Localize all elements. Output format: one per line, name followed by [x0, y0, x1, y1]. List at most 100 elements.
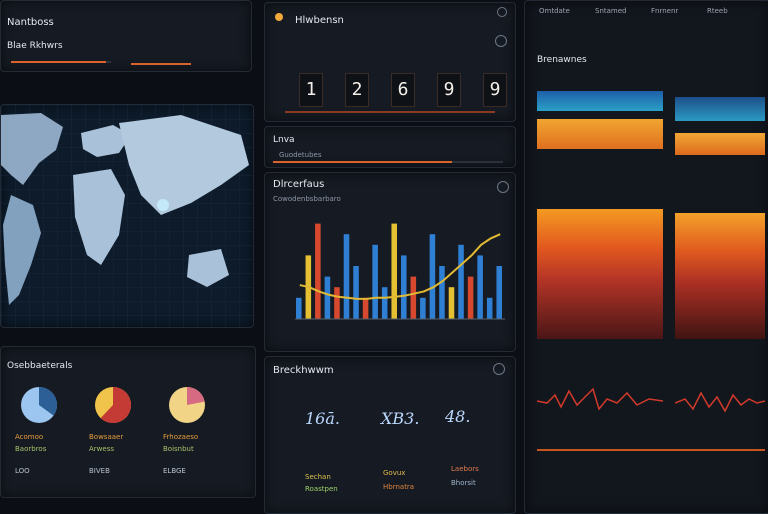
chart-bar — [353, 266, 359, 319]
gauge-label2: Boisnbut — [163, 445, 194, 453]
band-orange-right — [675, 133, 765, 155]
digit-tile: 9 — [437, 73, 461, 107]
map-hotspot — [157, 199, 169, 211]
chart-bar — [420, 297, 426, 319]
chart-bar — [315, 223, 321, 319]
chart-options-icon[interactable] — [497, 181, 509, 193]
kpi-value-3: 48. — [445, 407, 471, 426]
pie-gauge — [95, 387, 131, 423]
waveform-right — [675, 391, 765, 413]
right-panel: Omtdate Sntamed Fnrnenr Rteeb Brenawnes — [524, 0, 768, 514]
gauge-label1: Bowsaaer — [89, 433, 124, 441]
chart-line — [299, 233, 501, 300]
world-map-panel — [0, 104, 254, 328]
band-heat-left — [537, 209, 663, 339]
chart-bar — [429, 234, 436, 319]
band-orange-left — [537, 119, 663, 149]
pie-gauge — [169, 387, 205, 423]
chart-bar — [477, 255, 483, 319]
kpi-bottom-3a: Laebors — [451, 465, 479, 473]
chart-title: Dlrcerfaus — [273, 179, 325, 190]
kpi-bottom-2a: Govux — [383, 469, 406, 477]
kpi-options-icon[interactable] — [493, 363, 505, 375]
header-fill — [11, 61, 106, 63]
gauge-label1: Frhozaeso — [163, 433, 199, 441]
chart-bar — [334, 287, 340, 319]
progress-subtitle: Guodetubes — [279, 151, 322, 159]
continent-asia — [119, 115, 249, 215]
chart-bar — [410, 276, 417, 319]
gauge-value: LOO — [15, 467, 30, 475]
app-title: Nantboss — [7, 17, 54, 28]
tab-0[interactable]: Omtdate — [539, 7, 570, 15]
waveform-left — [537, 387, 663, 411]
kpi-panel: Breckhwwm 16ā. XB3. 48. Sechan Roastpen … — [264, 356, 516, 514]
chart-bar — [467, 276, 474, 319]
gauge-label2: Baorbros — [15, 445, 47, 453]
tiles-underline — [285, 111, 495, 113]
continent-europe — [81, 125, 131, 157]
pie-gauge-slice — [187, 387, 205, 405]
pie-gauge-slice — [100, 387, 131, 423]
kpi-value-1: 16ā. — [305, 409, 340, 428]
chart-bar — [296, 297, 302, 319]
digit-tile: 6 — [391, 73, 415, 107]
map-panel-title: Blae Rkhwrs — [7, 41, 63, 51]
chart-bar — [343, 234, 350, 319]
continent-north-america — [1, 113, 63, 185]
progress-fill — [273, 161, 453, 163]
gauge-value: BIVEB — [89, 467, 110, 475]
kpi-title: Breckhwwm — [273, 365, 334, 376]
kpi-bottom-1b: Roastpen — [305, 485, 338, 493]
chart-bar — [448, 287, 455, 319]
tab-2[interactable]: Fnrnenr — [651, 7, 679, 15]
kpi-bottom-1a: Sechan — [305, 473, 331, 481]
world-map[interactable] — [1, 105, 253, 327]
close-icon[interactable] — [497, 7, 507, 17]
right-panel-title: Brenawnes — [537, 55, 587, 65]
chart-bar — [391, 223, 397, 319]
chart-bar — [486, 297, 493, 319]
tiles-title: Hlwbensn — [295, 15, 344, 26]
chart-bar — [401, 255, 407, 319]
app-logo-icon — [275, 13, 283, 21]
chart-bar — [458, 244, 464, 319]
kpi-bottom-2b: Hbrnatra — [383, 483, 415, 491]
header-panel: Nantboss Blae Rkhwrs — [0, 0, 252, 72]
chart-bar — [372, 244, 378, 319]
chart-bar — [381, 287, 388, 319]
kpi-value-2: XB3. — [381, 409, 420, 428]
chart-bar — [362, 297, 369, 319]
gauge-label2: Arwess — [89, 445, 114, 453]
pie-gauge-slice — [39, 387, 57, 416]
band-heat-right — [675, 213, 765, 339]
progress-title: Lnva — [273, 135, 295, 145]
digit-tile: 2 — [345, 73, 369, 107]
settings-icon[interactable] — [495, 35, 507, 47]
chart-panel: Dlrcerfaus Cowodenbsbarbaro — [264, 172, 516, 352]
right-underline — [537, 449, 765, 451]
gauge-label1: Acomoo — [15, 433, 44, 441]
chart-bar — [496, 266, 502, 319]
chart-subtitle: Cowodenbsbarbaro — [273, 195, 341, 203]
band-blue-right — [675, 97, 765, 121]
header-fill-2 — [131, 63, 191, 65]
tab-1[interactable]: Sntamed — [595, 7, 627, 15]
continent-africa — [73, 169, 125, 265]
gauges-title: Osebbaeterals — [7, 361, 73, 371]
band-blue-left — [537, 91, 663, 111]
tab-3[interactable]: Rteeb — [707, 7, 728, 15]
continent-south-america — [3, 195, 41, 305]
progress-panel: Lnva Guodetubes — [264, 126, 516, 168]
pie-gauge — [21, 387, 57, 423]
bar-chart — [295, 223, 505, 320]
gauge-value: ELBGE — [163, 467, 186, 475]
chart-bar — [324, 276, 331, 319]
digit-tile: 1 — [299, 73, 323, 107]
kpi-bottom-3b: Bhorsit — [451, 479, 476, 487]
chart-bar — [439, 266, 445, 319]
digit-tile: 9 — [483, 73, 507, 107]
continent-australia — [187, 249, 229, 287]
